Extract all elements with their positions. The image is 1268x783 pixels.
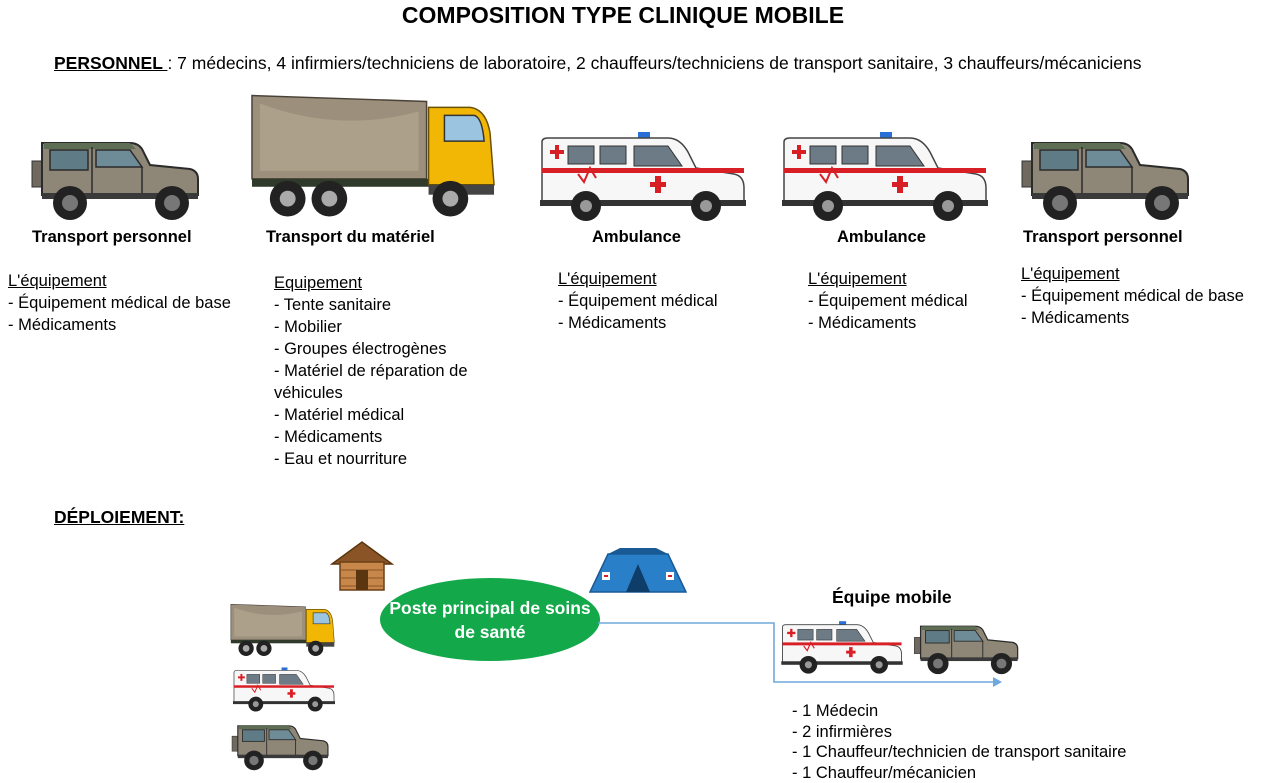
list-item: Eau et nourriture <box>274 448 499 470</box>
list-item: Médicaments <box>274 426 499 448</box>
jeep-icon <box>912 620 1020 676</box>
list-item: 1 Chauffeur/mécanicien <box>792 763 1127 783</box>
ambulance-icon <box>538 130 748 225</box>
equipment-heading: Equipement <box>274 272 499 294</box>
list-item: Médicaments <box>1021 307 1266 329</box>
ambulance-icon <box>780 620 904 676</box>
equipment-heading: L'équipement <box>558 268 778 290</box>
jeep-icon <box>1020 132 1190 224</box>
list-item: Mobilier <box>274 316 499 338</box>
list-item: Médicaments <box>808 312 1008 334</box>
equipment-heading: L'équipement <box>808 268 1008 290</box>
mobile-team-title: Équipe mobile <box>832 587 952 608</box>
list-item: Médicaments <box>8 314 258 336</box>
mobile-team-list: 1 Médecin 2 infirmières 1 Chauffeur/tech… <box>792 701 1127 783</box>
equipment-block: L'équipement Équipement médicalMédicamen… <box>808 268 1008 334</box>
truck-icon <box>230 603 336 659</box>
equipment-heading: L'équipement <box>1021 263 1266 285</box>
list-item: Matériel médical <box>274 404 499 426</box>
list-item: Équipement médical <box>558 290 778 312</box>
personnel-line: PERSONNEL : 7 médecins, 4 infirmiers/tec… <box>54 53 1142 74</box>
deployment-label: DÉPLOIEMENT: <box>54 507 184 528</box>
page-title: COMPOSITION TYPE CLINIQUE MOBILE <box>0 2 1246 29</box>
list-item: Équipement médical de base <box>8 292 258 314</box>
personnel-text: : 7 médecins, 4 infirmiers/techniciens d… <box>167 53 1141 73</box>
ambulance-icon <box>780 130 990 225</box>
hut-icon <box>330 540 394 592</box>
vehicle-caption: Transport personnel <box>32 228 192 247</box>
list-item: Tente sanitaire <box>274 294 499 316</box>
list-item: 2 infirmières <box>792 722 1127 743</box>
vehicle-caption: Transport personnel <box>1023 228 1183 247</box>
equipment-heading: L'équipement <box>8 270 258 292</box>
jeep-icon <box>30 132 200 224</box>
personnel-label: PERSONNEL <box>54 53 167 73</box>
equipment-block: L'équipement Équipement médical de baseM… <box>8 270 258 336</box>
equipment-block: L'équipement Équipement médicalMédicamen… <box>558 268 778 334</box>
list-item: Équipement médical <box>808 290 1008 312</box>
list-item: Médicaments <box>558 312 778 334</box>
list-item: Matériel de réparation de véhicules <box>274 360 499 404</box>
list-item: Groupes électrogènes <box>274 338 499 360</box>
jeep-icon <box>230 720 330 772</box>
truck-icon <box>250 93 498 223</box>
ambulance-icon <box>232 666 336 714</box>
vehicle-caption: Transport du matériel <box>266 228 435 247</box>
equipment-block: L'équipement Équipement médical de baseM… <box>1021 263 1266 329</box>
list-item: Équipement médical de base <box>1021 285 1266 307</box>
list-item: 1 Médecin <box>792 701 1127 722</box>
equipment-block: Equipement Tente sanitaire Mobilier Grou… <box>274 272 499 470</box>
vehicle-caption: Ambulance <box>592 228 681 247</box>
tent-icon <box>588 546 688 594</box>
list-item: 1 Chauffeur/technicien de transport sani… <box>792 742 1127 763</box>
main-health-post: Poste principal de soins de santé <box>380 578 600 661</box>
vehicle-caption: Ambulance <box>837 228 926 247</box>
